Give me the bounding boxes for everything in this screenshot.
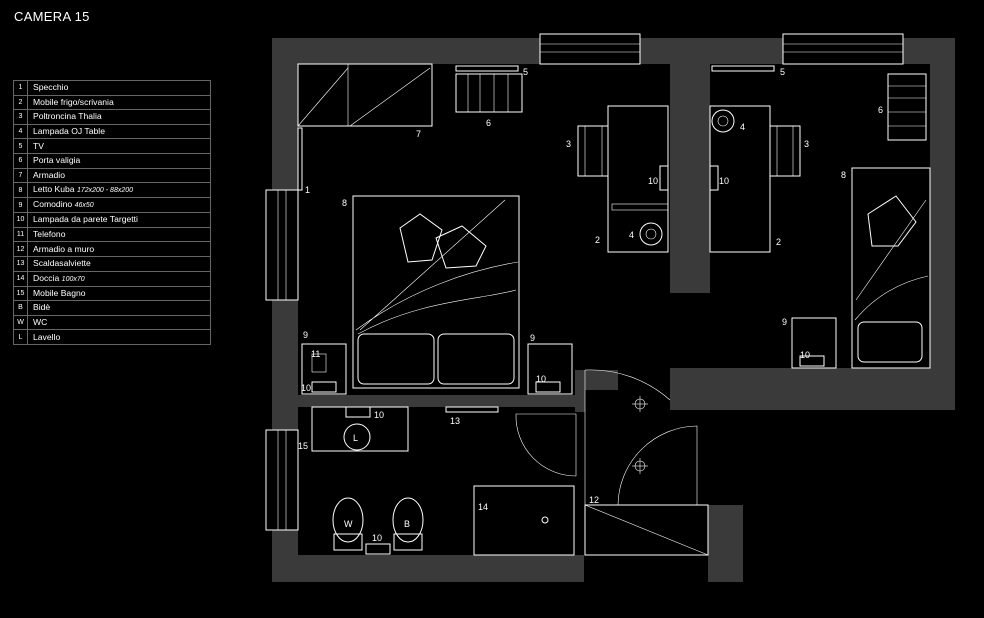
tag-lampada-parete-1: 10: [648, 176, 658, 186]
legend-label: Letto Kuba: [33, 184, 75, 195]
armchair-left: 3: [566, 125, 609, 177]
tag-lampada-parete-2: 10: [719, 176, 729, 186]
legend-key: 9: [13, 197, 28, 214]
tag-lampada-oj-1: 4: [629, 230, 634, 240]
tag-mobile-frigo-2: 2: [776, 237, 781, 247]
legend-label: Mobile frigo/scrivania: [33, 96, 114, 107]
legend-label: Telefono: [33, 229, 66, 240]
tag-comodino-2: 9: [530, 333, 535, 343]
tag-letto-2: 8: [841, 170, 846, 180]
tag-lampada-parete-6: 10: [374, 410, 384, 420]
tag-lampada-parete-5: 10: [800, 350, 810, 360]
legend-note: 172x200 - 88x200: [76, 187, 134, 195]
windows: [265, 33, 904, 531]
tag-lampada-parete-4: 10: [536, 374, 546, 384]
shower: 14: [473, 485, 575, 556]
armchair-right: 3: [769, 125, 809, 177]
legend-key: L: [13, 329, 28, 345]
legend-label: WC: [33, 317, 48, 328]
tag-mobile-bagno: 15: [298, 441, 308, 451]
tag-scaldasalviette: 13: [450, 416, 460, 426]
legend-label: Armadio: [33, 169, 65, 180]
nightstand-right: 9 10: [782, 317, 837, 369]
tag-porta-valigia-2: 6: [878, 105, 883, 115]
desk-left: 2 4 10: [595, 105, 669, 253]
tag-poltroncina-2: 3: [804, 139, 809, 149]
legend-label: Poltroncina Thalia: [33, 111, 102, 122]
single-bed: 8: [841, 167, 931, 369]
walls: [272, 38, 955, 582]
tag-armadio: 7: [416, 129, 421, 139]
towel-warmer: 13: [445, 406, 499, 426]
legend-label: Lampada OJ Table: [33, 126, 105, 137]
tag-lampada-parete-3: 10: [301, 383, 311, 393]
tv-left: 5: [455, 65, 528, 77]
luggage-rack-right: 6: [878, 73, 927, 141]
tag-letto-1: 8: [342, 198, 347, 208]
legend-cell: Comodino 46x50: [27, 197, 211, 214]
wardrobe: 7: [297, 63, 433, 139]
legend-row: L Lavello: [13, 329, 211, 345]
tag-doccia: 14: [478, 502, 488, 512]
legend-label: Comodino: [33, 199, 73, 210]
tag-mobile-frigo-1: 2: [595, 235, 600, 245]
tag-tv-2: 5: [780, 67, 785, 77]
tag-wc: W: [344, 519, 353, 529]
tag-tv-1: 5: [523, 67, 528, 77]
mirror: 1: [297, 127, 310, 195]
legend-label: Lampada da parete Targetti: [33, 214, 138, 225]
legend-cell: Lavello: [27, 329, 211, 345]
tag-lampada-oj-2: 4: [740, 122, 745, 132]
tag-telefono: 11: [311, 349, 320, 359]
tag-armadio-muro: 12: [589, 495, 599, 505]
doors: [515, 369, 698, 555]
tag-bide: B: [404, 519, 410, 529]
tag-poltroncina-1: 3: [566, 139, 571, 149]
legend-label: Bidè: [33, 302, 51, 313]
luggage-rack-left: 6: [455, 73, 523, 128]
nightstand-left: 9 10 11: [301, 330, 347, 395]
legend-label: TV: [33, 140, 44, 151]
legend-label: Specchio: [33, 82, 69, 93]
tag-comodino-1: 9: [303, 330, 308, 340]
legend-label: Armadio a muro: [33, 243, 95, 254]
desk-right: 4 10 2: [709, 105, 781, 253]
nightstand-middle: 9 10: [527, 333, 573, 395]
legend-label: Lavello: [33, 331, 61, 342]
legend-label: Doccia: [33, 272, 60, 283]
legend-key: 14: [13, 270, 28, 287]
tag-porta-valigia-1: 6: [486, 118, 491, 128]
bathroom-cabinet: 10 L 15: [298, 406, 409, 452]
wc: W: [332, 497, 364, 551]
legend-cell: Doccia 100x70: [27, 270, 211, 287]
tag-lampada-parete-7: 10: [372, 533, 382, 543]
bidet: B 10: [365, 497, 424, 555]
tag-specchio: 1: [305, 185, 310, 195]
legend-note: 100x70: [61, 275, 85, 283]
legend-label: Porta valigia: [33, 155, 81, 166]
legend-label: Scaldasalviette: [33, 258, 91, 269]
page-title: CAMERA 15: [14, 9, 90, 24]
legend-label: Mobile Bagno: [33, 287, 86, 298]
double-bed: 8: [342, 195, 520, 389]
tag-lavello: L: [353, 433, 358, 443]
tv-right: 5: [711, 65, 785, 77]
legend-note: 46x50: [74, 202, 94, 210]
built-in-wardrobe: 12: [584, 495, 709, 556]
tag-comodino-3: 9: [782, 317, 787, 327]
